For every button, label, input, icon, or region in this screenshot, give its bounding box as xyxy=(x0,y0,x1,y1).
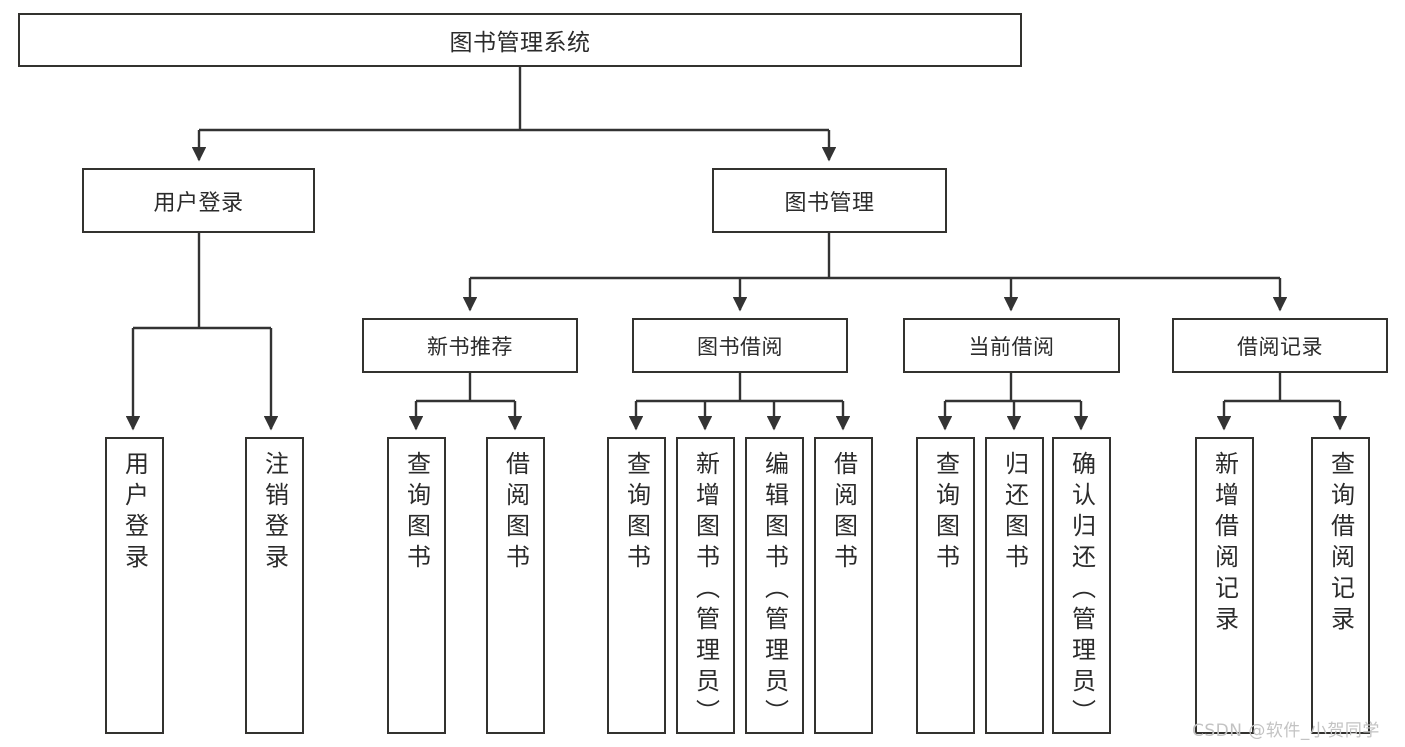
leaf-query-book-recommend[interactable]: 查询图书 xyxy=(387,437,446,734)
node-label: 借阅图书 xyxy=(829,451,858,575)
node-label: 编辑图书（管理员） xyxy=(760,451,789,730)
leaf-return-book[interactable]: 归还图书 xyxy=(985,437,1044,734)
node-current-borrow[interactable]: 当前借阅 xyxy=(903,318,1120,373)
node-label: 新增借阅记录 xyxy=(1210,451,1239,637)
node-label: 当前借阅 xyxy=(968,334,1055,359)
node-label: 查询图书 xyxy=(931,451,960,575)
leaf-borrow-book[interactable]: 借阅图书 xyxy=(814,437,873,734)
node-label: 归还图书 xyxy=(1000,451,1029,575)
node-book-borrow[interactable]: 图书借阅 xyxy=(632,318,848,373)
leaf-query-book-current[interactable]: 查询图书 xyxy=(916,437,975,734)
leaf-borrow-book-recommend[interactable]: 借阅图书 xyxy=(486,437,545,734)
node-label: 图书管理 xyxy=(784,190,875,216)
node-label: 新增图书（管理员） xyxy=(691,451,720,730)
leaf-add-borrow-record[interactable]: 新增借阅记录 xyxy=(1195,437,1254,734)
node-new-book-recommend[interactable]: 新书推荐 xyxy=(362,318,578,373)
leaf-query-book-borrow[interactable]: 查询图书 xyxy=(607,437,666,734)
node-label: 借阅图书 xyxy=(501,451,530,575)
node-borrow-record[interactable]: 借阅记录 xyxy=(1172,318,1388,373)
node-label: 图书管理系统 xyxy=(449,30,591,56)
leaf-user-login[interactable]: 用户登录 xyxy=(105,437,164,734)
node-label: 新书推荐 xyxy=(427,334,513,359)
leaf-edit-book-admin[interactable]: 编辑图书（管理员） xyxy=(745,437,804,734)
leaf-query-borrow-record[interactable]: 查询借阅记录 xyxy=(1311,437,1370,734)
node-book-management[interactable]: 图书管理 xyxy=(712,168,947,233)
node-label: 查询图书 xyxy=(402,451,431,575)
node-label: 图书借阅 xyxy=(697,334,783,359)
watermark-text: CSDN @软件_小贺同学 xyxy=(1192,721,1380,741)
node-label: 查询借阅记录 xyxy=(1326,451,1355,637)
node-label: 借阅记录 xyxy=(1237,334,1323,359)
node-label: 注销登录 xyxy=(260,451,289,575)
leaf-add-book-admin[interactable]: 新增图书（管理员） xyxy=(676,437,735,734)
leaf-logout[interactable]: 注销登录 xyxy=(245,437,304,734)
node-label: 确认归还（管理员） xyxy=(1067,451,1096,730)
node-label: 用户登录 xyxy=(120,451,149,575)
node-label: 查询图书 xyxy=(622,451,651,575)
leaf-confirm-return-admin[interactable]: 确认归还（管理员） xyxy=(1052,437,1111,734)
node-user-login[interactable]: 用户登录 xyxy=(82,168,315,233)
node-system-root[interactable]: 图书管理系统 xyxy=(18,13,1022,67)
node-label: 用户登录 xyxy=(153,190,244,216)
